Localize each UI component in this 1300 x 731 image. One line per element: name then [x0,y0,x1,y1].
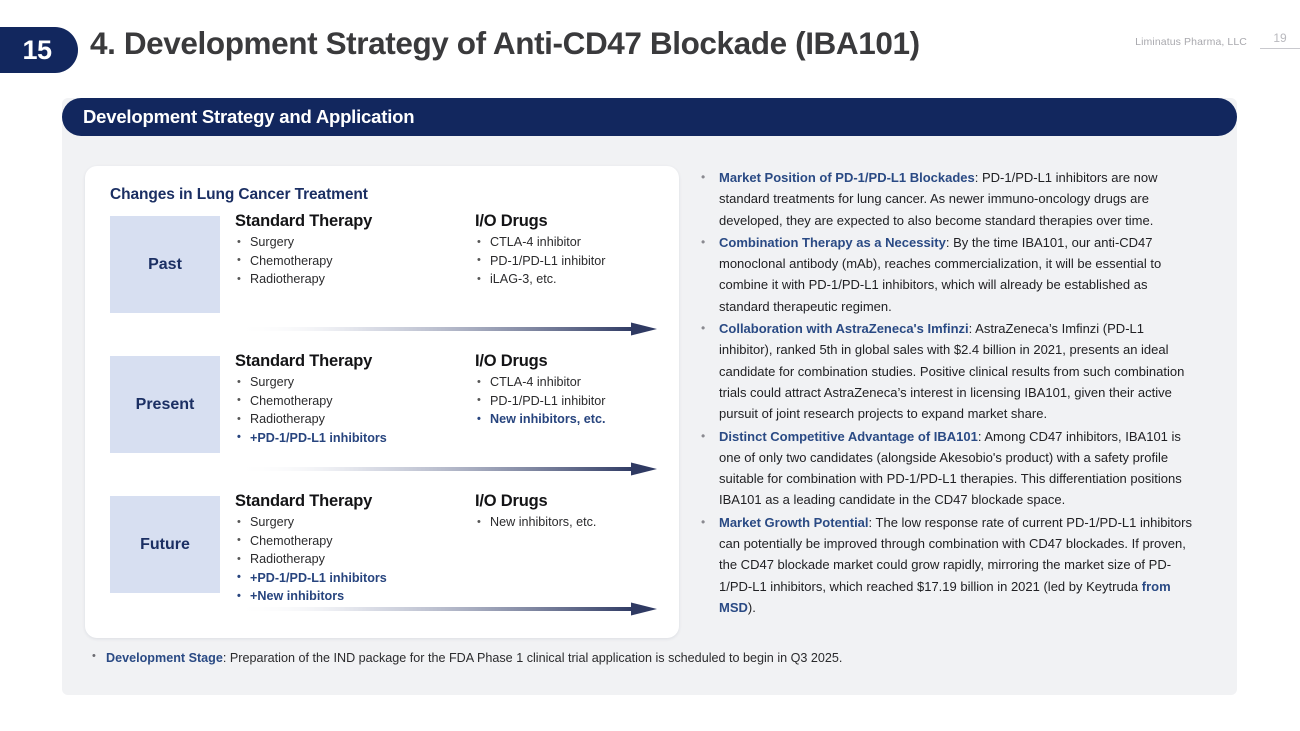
therapy-list-item: Chemotherapy [235,251,475,271]
insight-lead: Collaboration with AstraZeneca's Imfinzi [719,321,969,337]
page-title: 4. Development Strategy of Anti-CD47 Blo… [90,25,920,61]
insight-item: Distinct Competitive Advantage of IBA101… [697,426,1197,511]
therapy-list-item: +PD-1/PD-L1 inhibitors [235,568,475,588]
standard-therapy-column: Standard TherapySurgeryChemotherapyRadio… [235,352,475,447]
era-label-box: Present [110,356,220,453]
io-drugs-column: I/O DrugsNew inhibitors, etc. [475,492,655,532]
insight-body: : Among CD47 inhibitors, IBA101 is one o… [719,428,1182,508]
insight-lead: Combination Therapy as a Necessity [719,234,946,250]
era-label-box: Past [110,216,220,313]
progression-arrow-icon [235,322,657,336]
column-heading: Standard Therapy [235,352,373,370]
therapy-list-item: Chemotherapy [235,531,475,551]
development-stage-lead: Development Stage [106,651,223,665]
therapy-list-item: Surgery [235,513,475,532]
insight-body-tail: ). [747,599,756,615]
insight-body: : PD-1/PD-L1 inhibitors are now standard… [719,170,1158,228]
therapy-list-item: PD-1/PD-L1 inhibitor [475,391,655,411]
insight-item: Market Position of PD-1/PD-L1 Blockades:… [697,167,1197,231]
therapy-list: New inhibitors, etc. [475,513,655,532]
insight-lead: Market Position of PD-1/PD-L1 Blockades [719,170,975,185]
therapy-list-item: Radiotherapy [235,550,475,569]
development-stage-note: Development Stage: Preparation of the IN… [90,650,843,665]
therapy-list-item: Surgery [235,373,475,392]
insight-item: Collaboration with AstraZeneca's Imfinzi… [697,318,1197,424]
therapy-list-item: Radiotherapy [235,270,475,289]
io-drugs-column: I/O DrugsCTLA-4 inhibitorPD-1/PD-L1 inhi… [475,352,655,429]
therapy-list-item: New inhibitors, etc. [475,410,655,429]
page-number-badge: 15 [0,27,78,73]
progression-arrow-icon [235,462,657,476]
progression-arrow-icon [235,602,657,616]
therapy-list-item: PD-1/PD-L1 inhibitor [475,251,655,271]
therapy-list-item: +PD-1/PD-L1 inhibitors [235,428,475,448]
therapy-list: SurgeryChemotherapyRadiotherapy [235,233,475,289]
insight-item: Combination Therapy as a Necessity: By t… [697,232,1197,317]
insight-lead: Distinct Competitive Advantage of IBA101 [719,428,978,444]
slide-header: 15 4. Development Strategy of Anti-CD47 … [0,0,1300,92]
insight-body: : AstraZeneca’s Imfinzi (PD-L1 inhibitor… [719,321,1185,422]
therapy-list-item: CTLA-4 inhibitor [475,373,655,392]
standard-therapy-column: Standard TherapySurgeryChemotherapyRadio… [235,492,475,606]
insight-accent: from MSD [719,578,1171,615]
therapy-list-item: +New inhibitors [235,587,475,606]
therapy-list-item: Radiotherapy [235,410,475,429]
insights-list: Market Position of PD-1/PD-L1 Blockades:… [697,167,1197,619]
insight-item: Market Growth Potential: The low respons… [697,512,1197,618]
therapy-list-item: Chemotherapy [235,391,475,411]
column-heading: I/O Drugs [475,352,548,370]
column-heading: Standard Therapy [235,492,373,510]
footer-page-number: 19 [1260,31,1300,49]
column-heading: I/O Drugs [475,212,548,230]
insight-lead: Market Growth Potential [719,514,869,530]
section-header-label: Development Strategy and Application [83,106,415,127]
therapy-list-item: iLAG-3, etc. [475,270,655,289]
therapy-list: CTLA-4 inhibitorPD-1/PD-L1 inhibitorNew … [475,373,655,429]
insight-body: : The low response rate of current PD-1/… [719,514,1192,594]
insight-body: : By the time IBA101, our anti-CD47 mono… [719,234,1162,314]
era-label-box: Future [110,496,220,593]
diagram-title: Changes in Lung Cancer Treatment [110,186,368,203]
therapy-list: SurgeryChemotherapyRadiotherapy+PD-1/PD-… [235,373,475,447]
io-drugs-column: I/O DrugsCTLA-4 inhibitorPD-1/PD-L1 inhi… [475,212,655,289]
therapy-list-item: Surgery [235,233,475,252]
company-name-label: Liminatus Pharma, LLC [1135,36,1247,48]
therapy-list-item: New inhibitors, etc. [475,513,655,532]
therapy-list: SurgeryChemotherapyRadiotherapy+PD-1/PD-… [235,513,475,606]
therapy-list: CTLA-4 inhibitorPD-1/PD-L1 inhibitoriLAG… [475,233,655,289]
standard-therapy-column: Standard TherapySurgeryChemotherapyRadio… [235,212,475,289]
section-header-bar: Development Strategy and Application [62,98,1237,136]
column-heading: I/O Drugs [475,492,548,510]
development-stage-body: : Preparation of the IND package for the… [222,651,843,665]
column-heading: Standard Therapy [235,212,373,230]
therapy-list-item: CTLA-4 inhibitor [475,233,655,252]
